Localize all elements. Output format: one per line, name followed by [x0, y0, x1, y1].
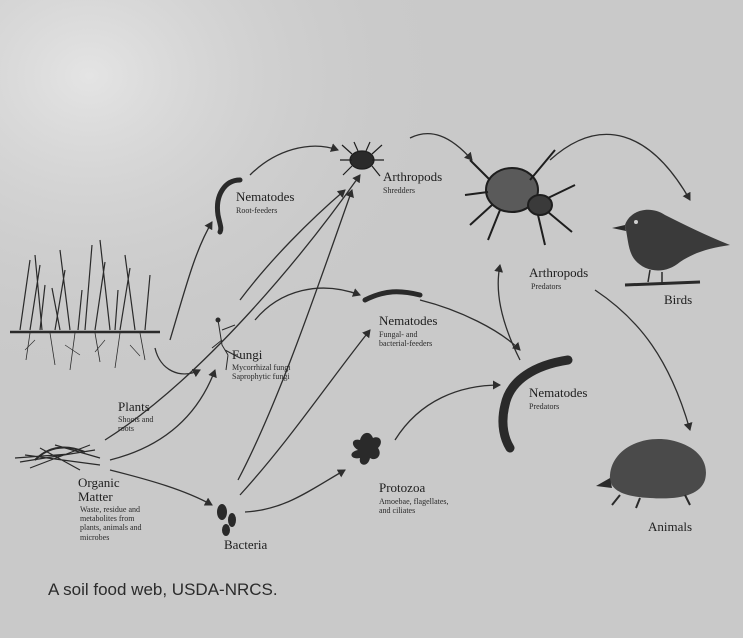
protozoa-sub-line: and ciliates: [379, 506, 449, 515]
nematodes-fungal-sub-line: bacterial-feeders: [379, 339, 432, 348]
animals-title: Animals: [648, 520, 692, 534]
organic-matter-title-line: Organic: [78, 476, 120, 490]
plants-sub-line: roots: [118, 424, 153, 433]
nematodes-predators-sub: Predators: [529, 402, 559, 411]
nematodes-predators-title: Nematodes: [529, 386, 587, 400]
organic-matter-sub-line: Waste, residue and: [80, 505, 142, 514]
nematodes-fungal-sub: Fungal- and bacterial-feeders: [379, 330, 432, 348]
fungi-sub-line: Mycorrhizal fungi: [232, 363, 290, 372]
nematodes-fungal-title: Nematodes: [379, 314, 437, 328]
organic-matter-sub: Waste, residue and metabolites from plan…: [80, 505, 142, 542]
arthropods-shredders-sub: Shredders: [383, 186, 415, 195]
nematodes-predators-sub-line: Predators: [529, 402, 559, 411]
fungi-sub-line: Saprophytic fungi: [232, 372, 290, 381]
nematodes-root-title: Nematodes: [236, 190, 294, 204]
nematodes-root-sub: Root-feeders: [236, 206, 277, 215]
birds-title: Birds: [664, 293, 692, 307]
plants-sub: Shoots and roots: [118, 415, 153, 433]
arthropods-shredders-title: Arthropods: [383, 170, 442, 184]
protozoa-title: Protozoa: [379, 481, 425, 495]
organic-matter-sub-line: plants, animals and: [80, 523, 142, 532]
plants-title: Plants: [118, 400, 150, 414]
arthropods-shredders-sub-line: Shredders: [383, 186, 415, 195]
organic-matter-title-line: Matter: [78, 490, 120, 504]
protozoa-sub-line: Amoebae, flagellates,: [379, 497, 449, 506]
bacteria-title: Bacteria: [224, 538, 267, 552]
nematodes-root-sub-line: Root-feeders: [236, 206, 277, 215]
protozoa-sub: Amoebae, flagellates, and ciliates: [379, 497, 449, 515]
figure-caption: A soil food web, USDA-NRCS.: [48, 580, 278, 600]
plants-sub-line: Shoots and: [118, 415, 153, 424]
organic-matter-sub-line: metabolites from: [80, 514, 142, 523]
organic-matter-title: Organic Matter: [78, 476, 120, 503]
fungi-sub: Mycorrhizal fungi Saprophytic fungi: [232, 363, 290, 381]
arthropods-predators-sub: Predators: [531, 282, 561, 291]
fungi-title: Fungi: [232, 348, 262, 362]
arthropods-predators-sub-line: Predators: [531, 282, 561, 291]
nematodes-fungal-sub-line: Fungal- and: [379, 330, 432, 339]
organic-matter-sub-line: microbes: [80, 533, 142, 542]
arthropods-predators-title: Arthropods: [529, 266, 588, 280]
